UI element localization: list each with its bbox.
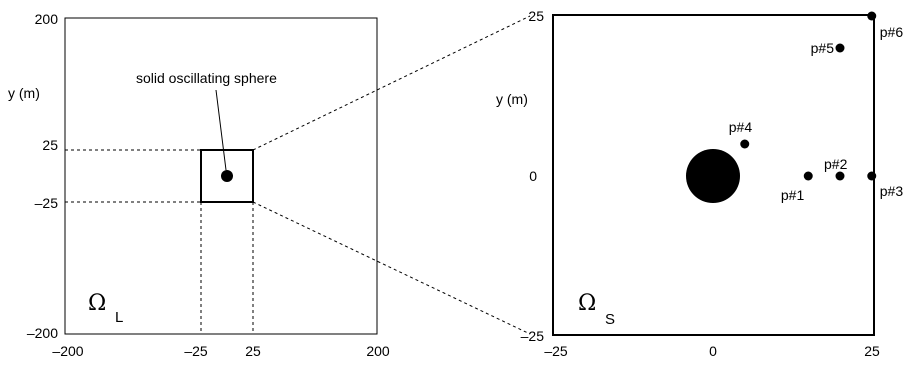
probe-label: p#2: [824, 156, 848, 172]
sphere-small: [221, 170, 233, 182]
sphere-large: [686, 149, 740, 203]
omega-small-symbol: Ω: [578, 291, 596, 316]
left-ytick: 25: [42, 137, 58, 153]
right-xtick: 25: [864, 343, 880, 359]
probe-point: [740, 139, 750, 149]
probe-point: [803, 171, 813, 181]
large-domain-frame: [64, 17, 378, 335]
right-xtick: 0: [709, 343, 717, 359]
right-ytick: 25: [528, 8, 544, 24]
left-xtick: 25: [245, 343, 261, 359]
left-ytick: –200: [27, 325, 58, 341]
left-xtick: –200: [52, 343, 83, 359]
zoom-line-top: [252, 15, 531, 151]
probe-label: p#4: [729, 119, 753, 135]
omega-small-subscript: S: [605, 311, 615, 328]
left-ytick: –25: [35, 195, 59, 211]
left-xtick: –25: [184, 343, 208, 359]
omega-large-subscript: L: [115, 309, 123, 326]
left-y-label: y (m): [8, 85, 40, 101]
probe-label: p#3: [880, 183, 904, 199]
right-y-label: y (m): [496, 91, 528, 107]
omega-large-symbol: Ω: [88, 291, 106, 316]
probe-label: p#1: [781, 187, 805, 203]
probe-label: p#5: [811, 40, 835, 56]
right-xtick: –25: [544, 343, 568, 359]
probe-point: [835, 43, 845, 53]
right-ytick: –25: [521, 328, 545, 344]
zoom-line-bottom: [252, 201, 531, 335]
left-xtick: 200: [366, 343, 390, 359]
probe-point: [867, 11, 877, 21]
probe-point: [867, 171, 877, 181]
sphere-annotation: solid oscillating sphere: [136, 70, 277, 86]
probe-layer: p#1 p#2 p#3 p#4 p#5 p#6: [729, 11, 904, 203]
probe-label: p#6: [880, 24, 904, 40]
small-domain-box: [200, 149, 254, 203]
right-ytick: 0: [529, 168, 537, 184]
left-ytick: 200: [35, 11, 59, 27]
annotation-leader: [215, 89, 227, 171]
probe-point: [835, 171, 845, 181]
